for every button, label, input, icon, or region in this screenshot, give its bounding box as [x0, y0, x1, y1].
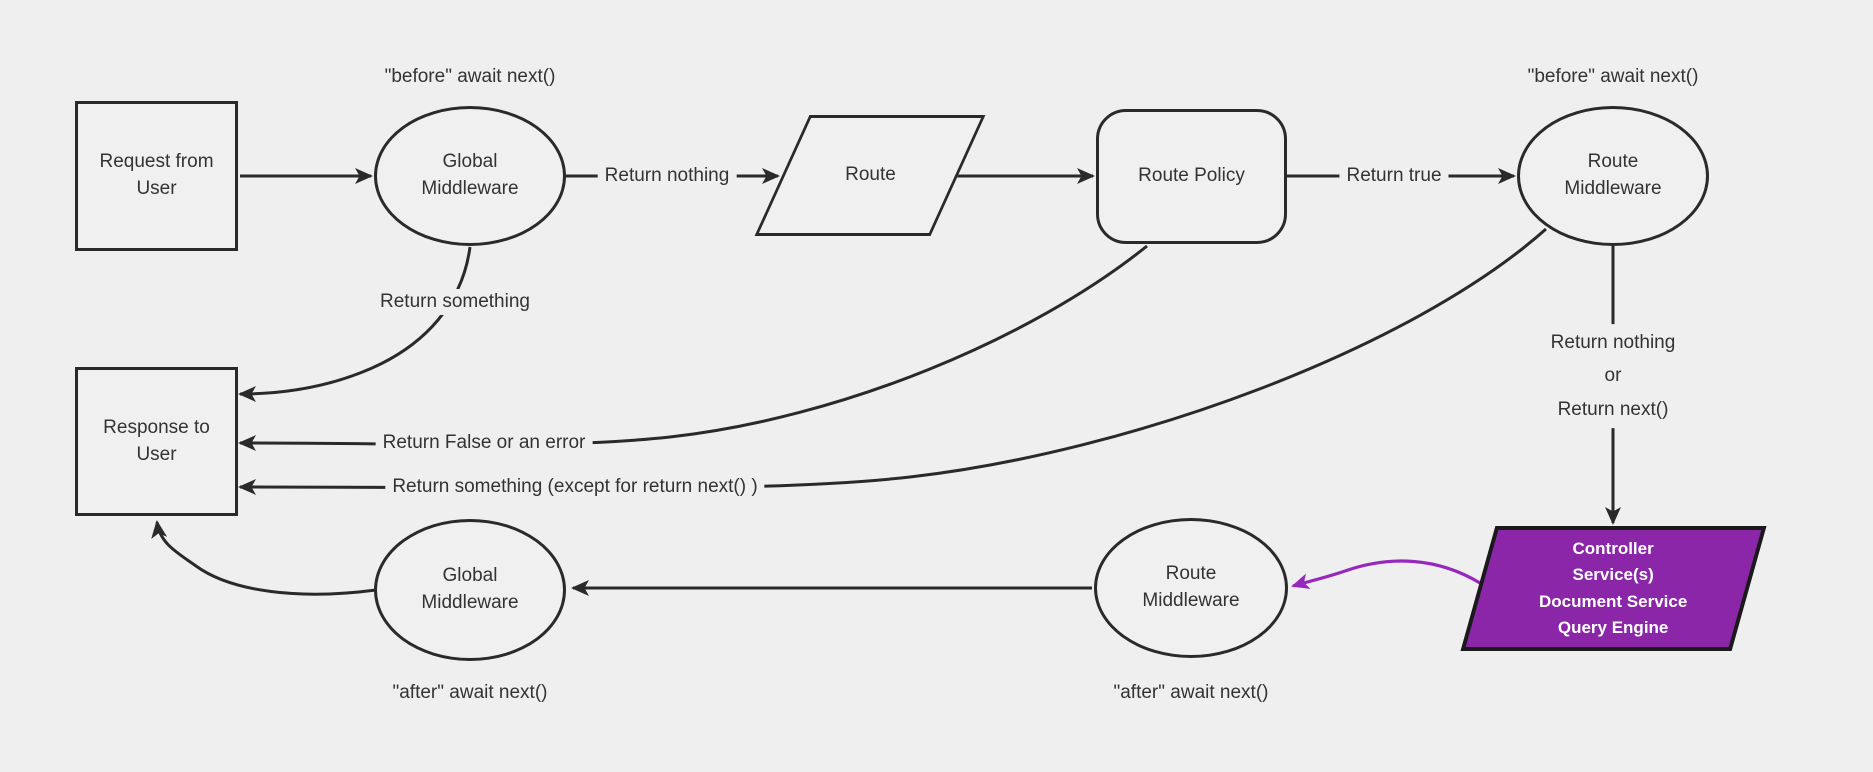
- edge-label-return-nothing-or-next-line-1: Return nothing: [1550, 332, 1676, 354]
- node-route-middleware-top: Route Middleware: [1517, 106, 1709, 246]
- edge-label-return-nothing-or-next: Return nothing or Return next(): [1543, 324, 1683, 428]
- edge-global-middleware-return-something-to-response: [238, 246, 472, 402]
- edge-label-return-true: Return true: [1339, 163, 1449, 189]
- controller-line-1: Controller: [1572, 538, 1655, 558]
- edge-label-return-something-except: Return something (except for return next…: [385, 474, 765, 500]
- annotation-before-await-next-left: "before" await next(): [384, 66, 556, 87]
- annotation-after-await-next-right: "after" await next(): [1113, 682, 1269, 703]
- edge-label-return-false-or-error: Return False or an error: [375, 430, 593, 456]
- annotation-after-await-next-left: "after" await next(): [392, 682, 548, 703]
- node-global-middleware-top-label: Global Middleware: [421, 151, 519, 199]
- edge-label-return-nothing-or-next-line-3: Return next(): [1557, 398, 1669, 420]
- node-controller-services: Controller Service(s) Document Service Q…: [1460, 526, 1767, 651]
- node-route-policy: Route Policy: [1096, 109, 1287, 244]
- node-controller-services-label: Controller Service(s) Document Service Q…: [1539, 536, 1687, 641]
- controller-line-4: Query Engine: [1558, 617, 1669, 637]
- controller-line-3: Document Service: [1539, 591, 1688, 611]
- annotation-before-await-next-right: "before" await next(): [1527, 66, 1699, 87]
- edge-label-return-nothing: Return nothing: [597, 163, 737, 189]
- node-route-middleware-bottom-label: Route Middleware: [1142, 563, 1240, 611]
- node-global-middleware-bottom-label: Global Middleware: [421, 565, 519, 613]
- node-response-to-user: Response to User: [75, 367, 238, 516]
- edge-global-middleware-bottom-to-response: [151, 520, 377, 596]
- edge-controller-to-route-middleware-bottom: [1291, 559, 1481, 589]
- node-route-middleware-bottom: Route Middleware: [1094, 518, 1288, 658]
- node-global-middleware-bottom: Global Middleware: [374, 519, 566, 661]
- controller-line-2: Service(s): [1572, 565, 1655, 585]
- node-route-label: Route: [844, 164, 896, 186]
- node-response-to-user-label: Response to User: [103, 416, 210, 465]
- node-request-from-user: Request from User: [75, 101, 238, 251]
- edge-label-return-nothing-or-next-line-2: or: [1604, 365, 1622, 387]
- node-route-policy-label: Route Policy: [1138, 165, 1245, 187]
- edge-route-policy-return-false-to-response: [238, 244, 1148, 452]
- node-route-middleware-top-label: Route Middleware: [1564, 151, 1662, 199]
- node-global-middleware-top: Global Middleware: [374, 106, 566, 246]
- edge-label-return-something: Return something: [373, 289, 537, 315]
- node-request-from-user-label: Request from User: [99, 151, 214, 199]
